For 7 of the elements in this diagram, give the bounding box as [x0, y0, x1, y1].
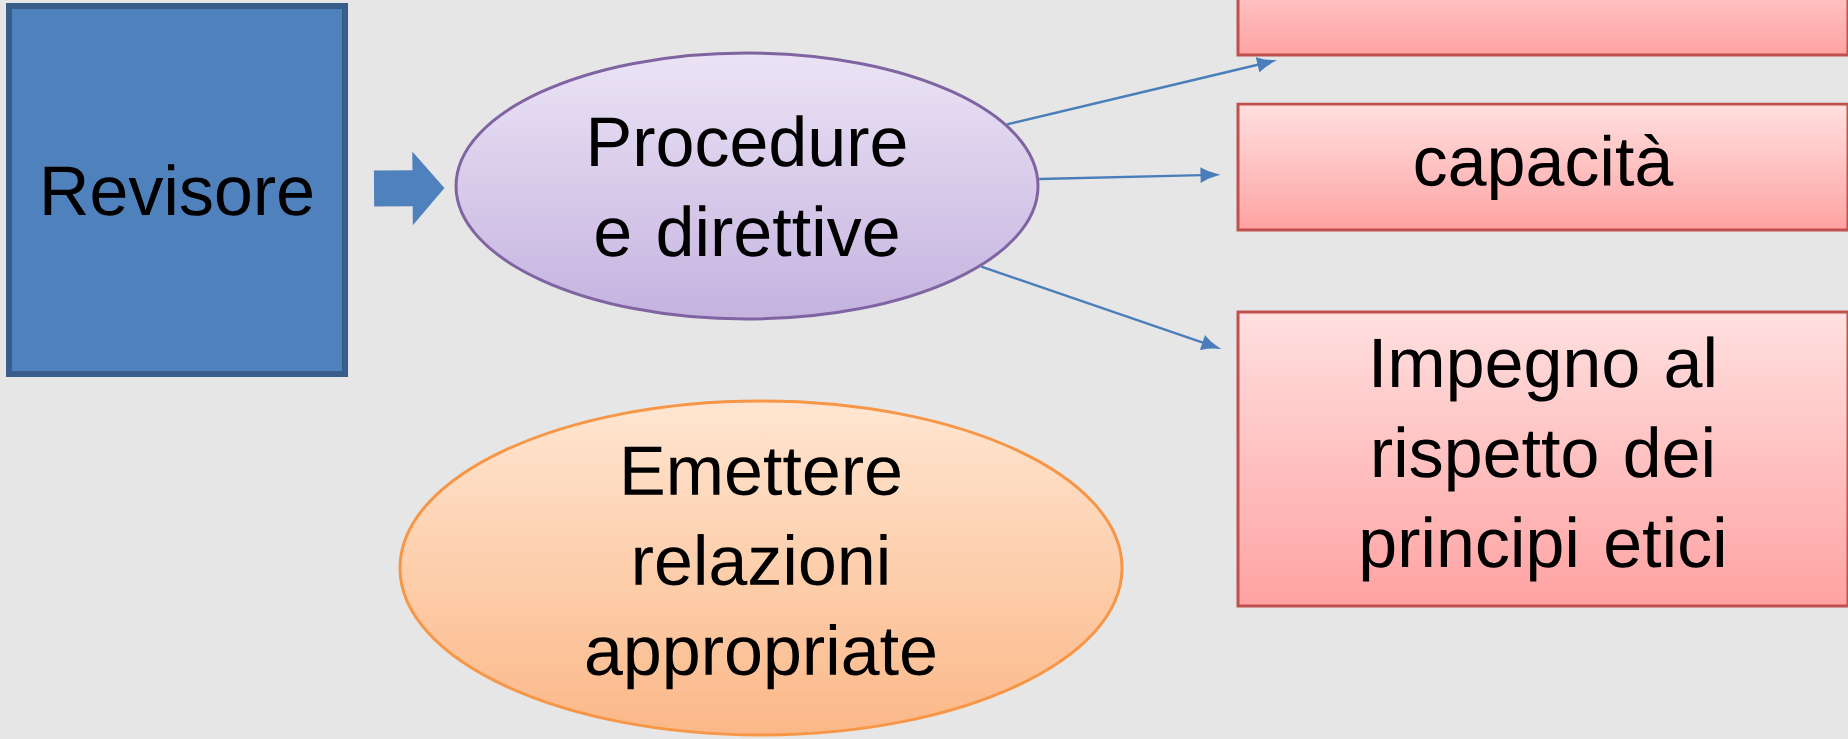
process-box: Impegno al rispetto dei principi etici — [1236, 310, 1848, 608]
process-box — [1236, 0, 1848, 57]
process-box: capacità — [1236, 102, 1848, 232]
arrow — [980, 265, 1219, 350]
process-box: Revisore — [6, 3, 348, 377]
arrow — [1006, 57, 1274, 126]
arrow — [1039, 168, 1218, 183]
